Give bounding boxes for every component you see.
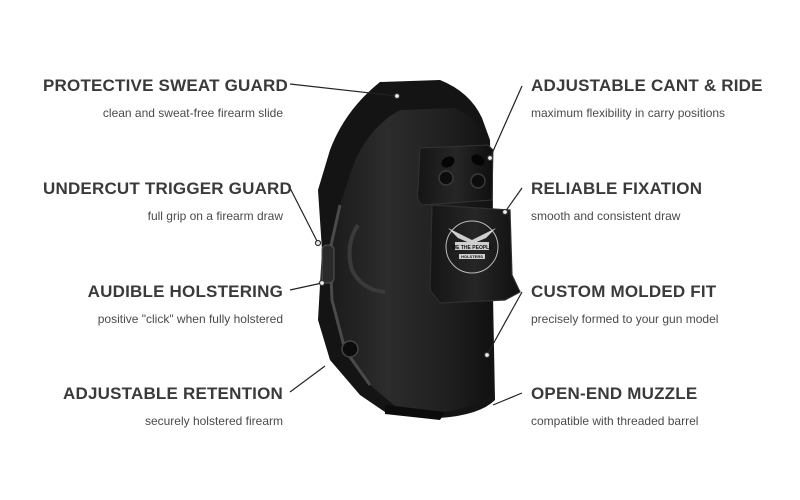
callout-line-molded-fit [486,291,523,356]
feature-description: precisely formed to your gun model [531,312,719,326]
callout-line-fixation [504,187,523,213]
callout-dot-cant [486,154,494,162]
audible-click-bump [321,244,335,284]
cant-slot-left [441,156,455,168]
feature-trigger-guard: UNDERCUT TRIGGER GUARD full grip on a fi… [43,179,293,224]
callout-dot-audible [318,279,326,287]
callout-line-retention [289,365,326,393]
feature-description: clean and sweat-free firearm slide [102,106,283,120]
feature-description: smooth and consistent draw [531,209,681,223]
callout-dot-fixation [501,208,509,216]
clip-screw-left [438,170,454,186]
feature-description: maximum flexibility in carry positions [531,106,726,120]
cant-slot-right [471,154,485,166]
feature-title: AUDIBLE HOLSTERING [87,282,283,301]
feature-sweat-guard: PROTECTIVE SWEAT GUARD clean and sweat-f… [43,76,288,121]
feature-description: securely holstered firearm [144,414,283,428]
feature-cant-ride: ADJUSTABLE CANT & RIDE maximum flexibili… [531,76,771,121]
feature-title: PROTECTIVE SWEAT GUARD [43,76,288,95]
feature-adjustable-retention: ADJUSTABLE RETENTION securely holstered … [43,384,283,429]
holster-edge-highlight [328,204,372,386]
feature-title: CUSTOM MOLDED FIT [531,282,717,301]
callout-line-muzzle [492,392,523,406]
clip-logo-emblem [445,220,499,274]
retention-screw [341,340,359,358]
feature-title: ADJUSTABLE RETENTION [63,384,283,403]
feature-custom-molded-fit: CUSTOM MOLDED FIT precisely formed to yo… [531,282,771,327]
feature-title: RELIABLE FIXATION [531,179,703,198]
clip-screw-right [470,173,486,189]
feature-description: positive "click" when fully holstered [97,312,283,326]
callout-dot-molded-fit [483,351,491,359]
callout-lines [289,83,523,406]
callout-line-audible [289,282,323,291]
callout-line-trigger-guard [289,187,319,244]
callout-dot-sweat-guard [393,92,401,100]
feature-title: ADJUSTABLE CANT & RIDE [531,76,763,95]
clip-logo-line2: HOLSTERS [461,254,483,259]
feature-description: full grip on a firearm draw [147,209,283,223]
clip-logo-line1: WE THE PEOPLE [451,245,493,251]
feature-audible-holstering: AUDIBLE HOLSTERING positive "click" when… [43,282,283,327]
feature-title: UNDERCUT TRIGGER GUARD [43,179,293,198]
callout-dot-trigger-guard [314,239,322,247]
feature-title: OPEN-END MUZZLE [531,384,698,403]
feature-open-end-muzzle: OPEN-END MUZZLE compatible with threaded… [531,384,771,429]
feature-description: compatible with threaded barrel [531,414,699,428]
open-end-muzzle [385,405,445,420]
trigger-guard-ridge [347,223,386,294]
feature-reliable-fixation: RELIABLE FIXATION smooth and consistent … [531,179,771,224]
callout-line-cant [489,85,523,159]
callout-line-sweat-guard [289,83,398,97]
